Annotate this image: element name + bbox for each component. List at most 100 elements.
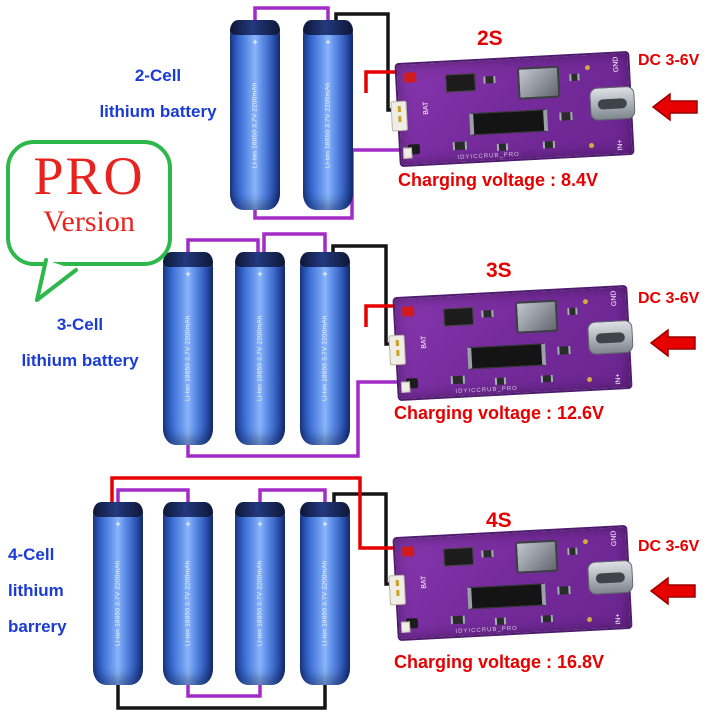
label-2-cell: 2-Cell lithium battery (78, 66, 238, 138)
label-4-cell: 4-Cell lithium barrery (8, 545, 128, 653)
charging-voltage-4s: Charging voltage : 16.8V (394, 652, 605, 672)
label-2-cell-line2: lithium battery (99, 102, 217, 121)
battery-cap (163, 252, 213, 267)
board-bat-label: BAT (420, 335, 429, 349)
solder-pad-positive (403, 72, 417, 83)
ic-chip (445, 73, 477, 93)
ic-chip (443, 307, 475, 327)
board-gnd-label: GND (610, 530, 619, 547)
main-ic-chip (469, 109, 549, 136)
smd-component (557, 345, 571, 355)
smd-component (481, 549, 494, 558)
wire-purple-2s-bottom (253, 148, 401, 220)
charger-board-3s: BAT GND IN+ IDYICCRUB_PRO (388, 284, 634, 402)
smd-component (569, 73, 580, 82)
board-label-3s: 3S (486, 259, 512, 282)
charger-board-2s: BAT GND IN+ IDYICCRUB_PRO (390, 50, 636, 168)
dc-label-2s: DC 3-6V (638, 52, 700, 69)
battery-cell: + Li-ion 18650 3.7V 2200mAh (300, 502, 350, 685)
battery-label: Li-ion 18650 3.7V 2200mAh (321, 315, 329, 402)
battery-plus-mark: + (185, 269, 191, 279)
left-arrow-icon (650, 328, 696, 358)
battery-label: Li-ion 18650 3.7V 2200mAh (184, 315, 192, 402)
battery-label: Li-ion 18650 3.7V 2200mAh (256, 560, 264, 647)
board-bat-label: BAT (422, 101, 431, 115)
left-arrow-icon (650, 576, 696, 606)
smd-component (483, 75, 496, 84)
smd-component (450, 615, 466, 625)
smd-component (540, 614, 554, 623)
smd-component (542, 140, 556, 149)
battery-cap (230, 20, 280, 35)
small-connector (400, 381, 411, 393)
battery-plus-mark: + (257, 269, 263, 279)
dc-label-3s: DC 3-6V (638, 290, 700, 307)
gold-pad (584, 64, 591, 71)
inductor (514, 299, 559, 334)
battery-label: Li-ion 18650 3.7V 2200mAh (256, 315, 264, 402)
wire-black-4s-bottom (116, 681, 327, 710)
main-ic-chip (467, 583, 547, 610)
battery-plus-mark: + (115, 519, 121, 529)
smd-component (450, 375, 466, 385)
charging-voltage-3s: Charging voltage : 12.6V (394, 403, 605, 423)
wire-purple-4s-bottom (186, 681, 262, 698)
battery-cell: + Li-ion 18650 3.7V 2200mAh (230, 20, 280, 210)
board-bat-label: BAT (420, 575, 429, 589)
wire-purple-3s-top2 (262, 232, 327, 256)
smd-component (494, 377, 507, 385)
battery-cap (303, 20, 353, 35)
pro-text: PRO (33, 146, 145, 206)
battery-plus-mark: + (185, 519, 191, 529)
usb-c-port (589, 85, 636, 122)
smd-component (452, 141, 468, 151)
main-ic-chip (467, 343, 547, 370)
label-4-cell-line2: lithium (8, 581, 64, 600)
smd-component (567, 307, 578, 316)
usb-c-port (587, 559, 634, 596)
battery-cap (300, 252, 350, 267)
label-4-cell-line1: 4-Cell (8, 545, 55, 564)
wire-red-2s (364, 70, 401, 93)
board-label-4s: 4S (486, 509, 512, 532)
inductor (514, 539, 559, 574)
small-connector (400, 621, 411, 633)
smd-component (557, 585, 571, 595)
smd-component (559, 111, 573, 121)
board-in-label: IN+ (614, 373, 623, 385)
bubble-tail (35, 258, 78, 302)
smd-component (494, 617, 507, 625)
label-2-cell-line1: 2-Cell (134, 66, 182, 85)
board-in-label: IN+ (614, 613, 623, 625)
battery-cell: + Li-ion 18650 3.7V 2200mAh (300, 252, 350, 445)
jst-connector (390, 100, 408, 132)
usb-c-slot (595, 572, 626, 584)
battery-cell: + Li-ion 18650 3.7V 2200mAh (235, 252, 285, 445)
gold-pad (582, 298, 589, 305)
board-silkscreen: IDYICCRUB_PRO (455, 385, 518, 396)
gold-pad (582, 538, 589, 545)
jst-connector (388, 334, 406, 366)
small-connector (402, 147, 413, 159)
gold-pad (586, 376, 593, 383)
board-silkscreen: IDYICCRUB_PRO (457, 151, 520, 162)
battery-cell: + Li-ion 18650 3.7V 2200mAh (163, 502, 213, 685)
left-arrow-icon (652, 92, 698, 122)
battery-cap (235, 502, 285, 517)
board-label-2s: 2S (477, 27, 503, 50)
wire-red-3s (364, 304, 399, 327)
wire-purple-3s-top1 (186, 238, 260, 256)
label-4-cell-line3: barrery (8, 617, 67, 636)
charger-board-4s: BAT GND IN+ IDYICCRUB_PRO (388, 524, 634, 642)
smd-component (496, 143, 509, 151)
label-3-cell: 3-Cell lithium battery (0, 315, 160, 387)
usb-c-slot (595, 332, 626, 344)
solder-pad-positive (401, 306, 415, 317)
battery-cell: + Li-ion 18650 3.7V 2200mAh (235, 502, 285, 685)
jst-connector (388, 574, 406, 606)
wire-purple-2s-top (253, 6, 330, 24)
solder-pad-positive (401, 546, 415, 557)
wire-purple-4s-top2 (258, 488, 327, 506)
board-in-label: IN+ (616, 139, 625, 151)
